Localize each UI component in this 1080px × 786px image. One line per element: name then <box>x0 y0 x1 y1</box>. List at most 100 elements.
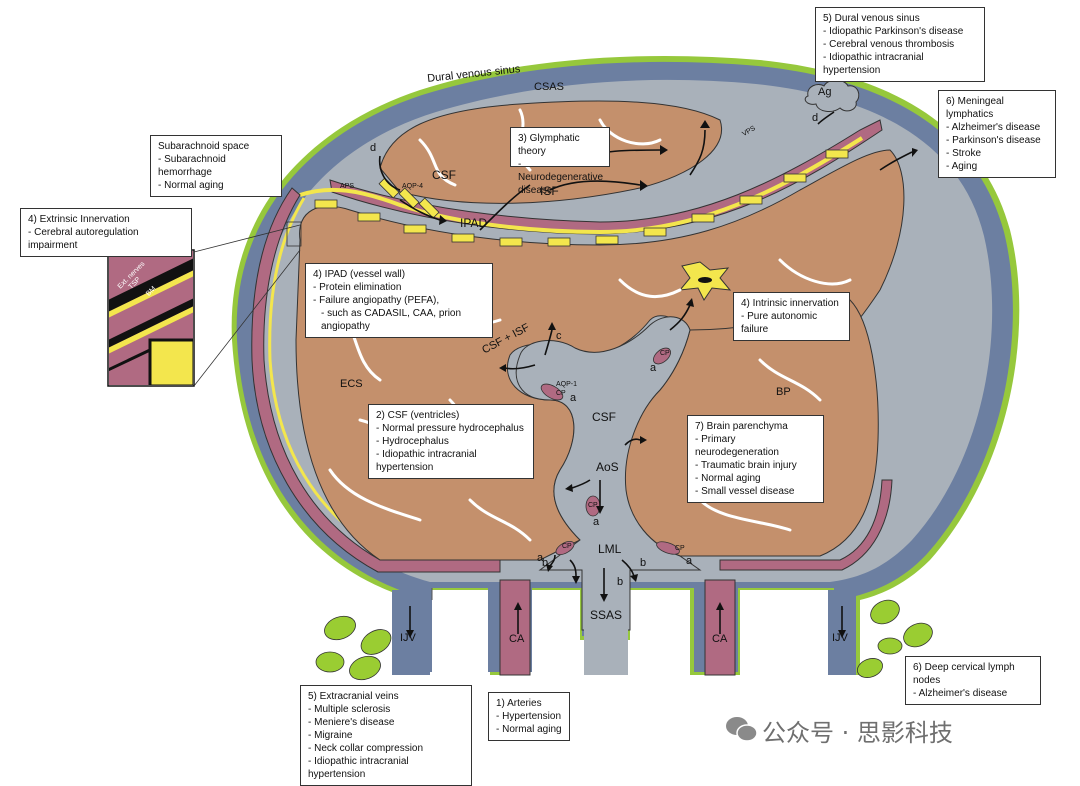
box-item: Stroke <box>946 147 1048 160</box>
box-item: Normal aging <box>158 179 274 192</box>
box-intrinsic-innervation: 4) Intrinsic innervation Pure autonomic … <box>733 292 850 341</box>
box-item: Cerebral venous thrombosis <box>823 38 977 51</box>
box-item: Failure angiopathy (PEFA), <box>313 294 485 307</box>
label-aps: APS <box>340 183 355 190</box>
label-csas: CSAS <box>534 81 564 93</box>
box-ipad-vessel-wall: 4) IPAD (vessel wall) Protein eliminatio… <box>305 263 493 338</box>
box-item: Aging <box>946 160 1048 173</box>
box-item: Traumatic brain injury <box>695 459 816 472</box>
label-cp-3: CP <box>588 502 598 509</box>
astrocyte-endfeet <box>314 149 849 247</box>
box-item: Multiple sclerosis <box>308 703 464 716</box>
box-item: Primary neurodegeneration <box>695 433 816 459</box>
box-item: Normal aging <box>695 472 816 485</box>
label-lml: LML <box>598 542 622 556</box>
label-aqp4: AQP-4 <box>402 183 424 190</box>
box-item: Subarachnoid hemorrhage <box>158 153 274 179</box>
box-title: 7) Brain parenchyma <box>695 421 788 432</box>
box-item: Normal pressure hydrocephalus <box>376 422 526 435</box>
label-ca-left: CA <box>509 633 525 645</box>
box-title: 4) IPAD (vessel wall) <box>313 269 406 280</box>
label-d-right: d <box>812 112 819 124</box>
label-a-2: a <box>650 362 657 374</box>
box-item: Hypertension <box>496 710 562 723</box>
box-item: Parkinson's disease <box>946 134 1048 147</box>
label-ag: Ag <box>818 86 832 98</box>
label-a-1: a <box>570 392 577 404</box>
label-b-3: b <box>617 576 624 588</box>
box-item: Meniere's disease <box>308 716 464 729</box>
label-cp-2: CP <box>660 350 670 357</box>
box-title: 3) Glymphatic theory <box>518 133 580 157</box>
label-ijv-right: IJV <box>832 632 848 644</box>
box-title: 1) Arteries <box>496 698 542 709</box>
watermark-text: 公众号 · 思影科技 <box>762 719 953 747</box>
box-item: Alzheimer's disease <box>946 121 1048 134</box>
box-item: Idiopathic intracranial hypertension <box>308 755 464 781</box>
vessel-wall-band <box>329 119 883 235</box>
box-item: Normal aging <box>496 723 562 736</box>
box-subarachnoid-space: Subarachnoid space Subarachnoid hemorrha… <box>150 135 282 197</box>
label-ijv-left: IJV <box>400 632 416 644</box>
label-bp: BP <box>776 386 791 398</box>
box-item: Alzheimer's disease <box>913 687 1033 700</box>
box-title: 2) CSF (ventricles) <box>376 410 460 421</box>
box-deep-cervical-lymph-nodes: 6) Deep cervical lymph nodes Alzheimer's… <box>905 656 1041 705</box>
box-item: Neurodegenerative disease <box>518 158 603 197</box>
label-a-3: a <box>593 516 600 528</box>
box-title: 6) Meningeal lymphatics <box>946 96 1004 120</box>
box-title: Subarachnoid space <box>158 141 250 152</box>
label-a-4: a <box>537 552 544 564</box>
label-ssas: SSAS <box>590 608 623 622</box>
left-pial-vessel <box>251 187 501 573</box>
label-d-left: d <box>370 142 377 154</box>
box-item: Hydrocephalus <box>376 435 526 448</box>
box-title: 5) Dural venous sinus <box>823 13 920 24</box>
label-aqp1: AQP-1 <box>556 381 578 388</box>
label-b-1: b <box>542 557 549 569</box>
label-b-2: b <box>640 557 647 569</box>
label-ipad: IPAD <box>460 216 488 230</box>
carotid-artery-left <box>499 579 531 676</box>
box-arteries: 1) Arteries HypertensionNormal aging <box>488 692 570 741</box>
right-pial-vessel <box>719 479 893 571</box>
wechat-icon <box>726 717 758 742</box>
box-item: Idiopathic intracranial hypertension <box>823 51 977 77</box>
box-item: Idiopathic intracranial hypertension <box>376 448 526 474</box>
choroid-plexus <box>540 347 680 556</box>
label-cp-5: CP <box>675 545 685 552</box>
label-ecs: ECS <box>340 378 363 390</box>
box-item: Migraine <box>308 729 464 742</box>
label-isf: ISF <box>540 184 559 198</box>
box-dural-venous-sinus: 5) Dural venous sinus Idiopathic Parkins… <box>815 7 985 82</box>
label-cp-1: CP <box>556 390 566 397</box>
arachnoid-granulation <box>804 79 860 112</box>
arrow-heads <box>406 120 918 638</box>
box-item: Protein elimination <box>313 281 485 294</box>
box-item: Cerebral autoregulation impairment <box>28 226 184 252</box>
box-item: Idiopathic Parkinson's disease <box>823 25 977 38</box>
box-csf-ventricles: 2) CSF (ventricles) Normal pressure hydr… <box>368 404 534 479</box>
label-aos: AoS <box>596 460 619 474</box>
label-a-5: a <box>686 555 693 567</box>
lymph-nodes <box>315 599 933 681</box>
box-meningeal-lymphatics: 6) Meningeal lymphatics Alzheimer's dise… <box>938 90 1056 178</box>
box-item: Small vessel disease <box>695 485 816 498</box>
box-title: 4) Intrinsic innervation <box>741 298 839 309</box>
box-item: Pure autonomic failure <box>741 310 842 336</box>
box-item: such as CADASIL, CAA, prion angiopathy <box>313 307 485 333</box>
label-cp-4: CP <box>562 543 572 550</box>
vessel-wall-inset <box>107 249 195 387</box>
box-title: 5) Extracranial veins <box>308 691 399 702</box>
box-brain-parenchyma: 7) Brain parenchyma Primary neurodegener… <box>687 415 824 503</box>
label-c: c <box>556 330 562 342</box>
label-csf-center: CSF <box>592 410 616 424</box>
box-extrinsic-innervation: 4) Extrinsic Innervation Cerebral autore… <box>20 208 192 257</box>
box-item: Neck collar compression <box>308 742 464 755</box>
box-title: 6) Deep cervical lymph nodes <box>913 662 1015 686</box>
label-ca-right: CA <box>712 633 728 645</box>
box-extracranial-veins: 5) Extracranial veins Multiple sclerosis… <box>300 685 472 786</box>
box-title: 4) Extrinsic Innervation <box>28 214 130 225</box>
box-glymphatic-theory: 3) Glymphatic theory Neurodegenerative d… <box>510 127 610 196</box>
label-csf-top: CSF <box>432 168 456 182</box>
